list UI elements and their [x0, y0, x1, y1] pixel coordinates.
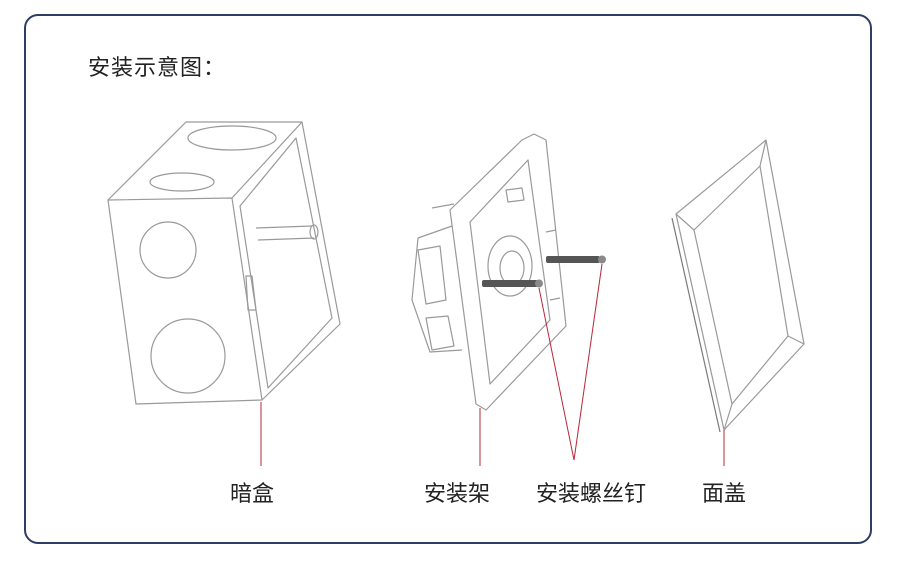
label-cover-plate: 面盖: [702, 482, 747, 507]
label-mounting-bracket: 安装架: [424, 482, 491, 507]
diagram-frame: [24, 14, 872, 544]
screws-drawing: [482, 255, 606, 288]
label-junction-box: 暗盒: [230, 482, 275, 507]
leader-lines: [260, 263, 725, 466]
cover-plate-drawing: [671, 139, 805, 433]
label-mounting-screws: 安装螺丝钉: [536, 482, 647, 507]
mounting-bracket-drawing: [411, 133, 567, 411]
junction-box-drawing: [107, 121, 341, 405]
diagram-title: 安装示意图：: [88, 56, 227, 81]
